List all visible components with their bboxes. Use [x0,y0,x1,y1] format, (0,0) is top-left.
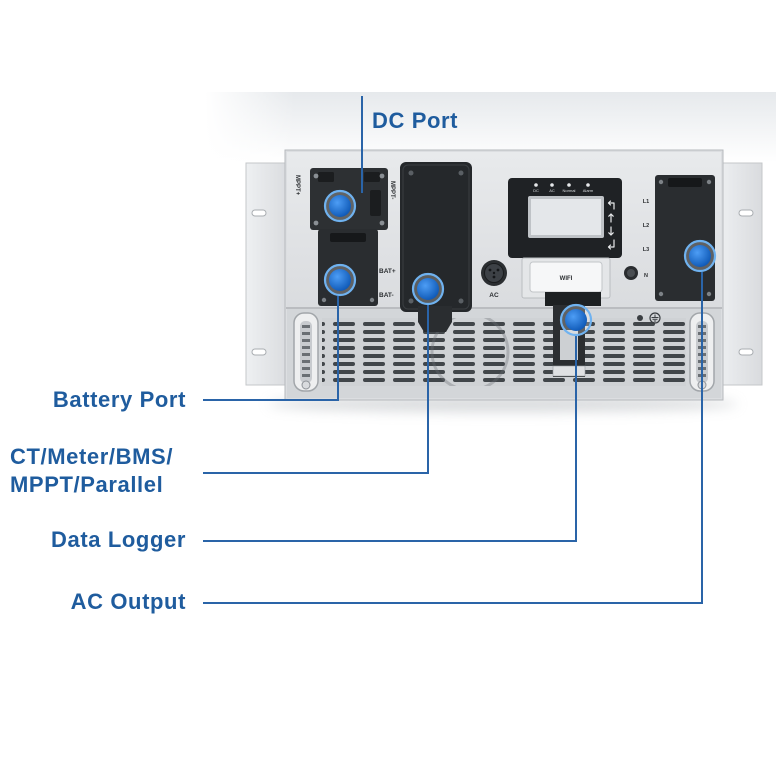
back-icon [607,200,615,210]
dc-port-module [310,168,388,230]
dc-port-label: DC Port [372,108,459,133]
up-arrow-icon [608,213,614,223]
battery-port-label: Battery Port [52,387,186,412]
display-panel: DC AC Normal Alarm [508,178,622,258]
ac-output-leader-line [203,272,703,604]
indicator-led-normal [567,183,571,187]
battery-port-leader-line [203,296,339,401]
mounting-slot [738,209,754,217]
ground-icon [649,312,661,324]
ct-meter-label-line2: MPPT/Parallel [10,472,164,497]
wifi-data-logger [521,257,611,377]
mppt-positive-label: MPPT+ [294,175,300,196]
terminal-label-n: N [644,273,648,279]
ct-meter-marker [411,272,445,306]
left-handle [293,312,319,392]
mounting-slot [251,348,267,356]
ac-connector [481,260,507,286]
vent-grille [322,318,686,386]
ac-output-marker [683,239,717,273]
indicator-label-ac: AC [549,188,555,193]
data-logger-leader-line [203,336,577,542]
indicator-label-alarm: Alarm [583,188,594,193]
terminal-label-l2: L2 [643,223,649,229]
left-rack-ear [245,162,291,386]
mppt-negative-label: MPPT- [389,181,395,199]
enter-icon [607,239,615,250]
battery-positive-label: BAT+ [379,268,396,275]
communication-module [400,162,472,332]
dc-socket [370,190,381,216]
terminal-label-l3: L3 [643,247,649,253]
ct-meter-leader-line [203,305,429,474]
indicator-label-dc: DC [533,188,539,193]
round-button [624,266,638,280]
mounting-slot [738,348,754,356]
battery-negative-label: BAT- [379,292,394,299]
ac-output-module [655,175,715,301]
indicator-led-alarm [586,183,590,187]
down-arrow-icon [608,226,614,236]
dc-port-marker [323,189,357,223]
cable-gland [418,306,452,332]
mounting-slot [251,209,267,217]
battery-port-marker [323,263,357,297]
fan-outline [430,318,510,386]
terminal-label-l1: L1 [643,199,649,205]
wifi-label: WIFI [560,276,573,282]
ct-meter-label-line1: CT/Meter/BMS/ [10,444,174,469]
indicator-led-ac [550,183,554,187]
panel-screw [637,315,643,321]
right-rack-ear [717,162,763,386]
indicator-led-dc [534,183,538,187]
ac-output-label: AC Output [70,589,186,614]
indicator-label-normal: Normal [563,188,576,193]
data-logger-marker [559,303,593,337]
ac-connector-label: AC [489,292,499,299]
data-logger-label: Data Logger [51,527,186,552]
